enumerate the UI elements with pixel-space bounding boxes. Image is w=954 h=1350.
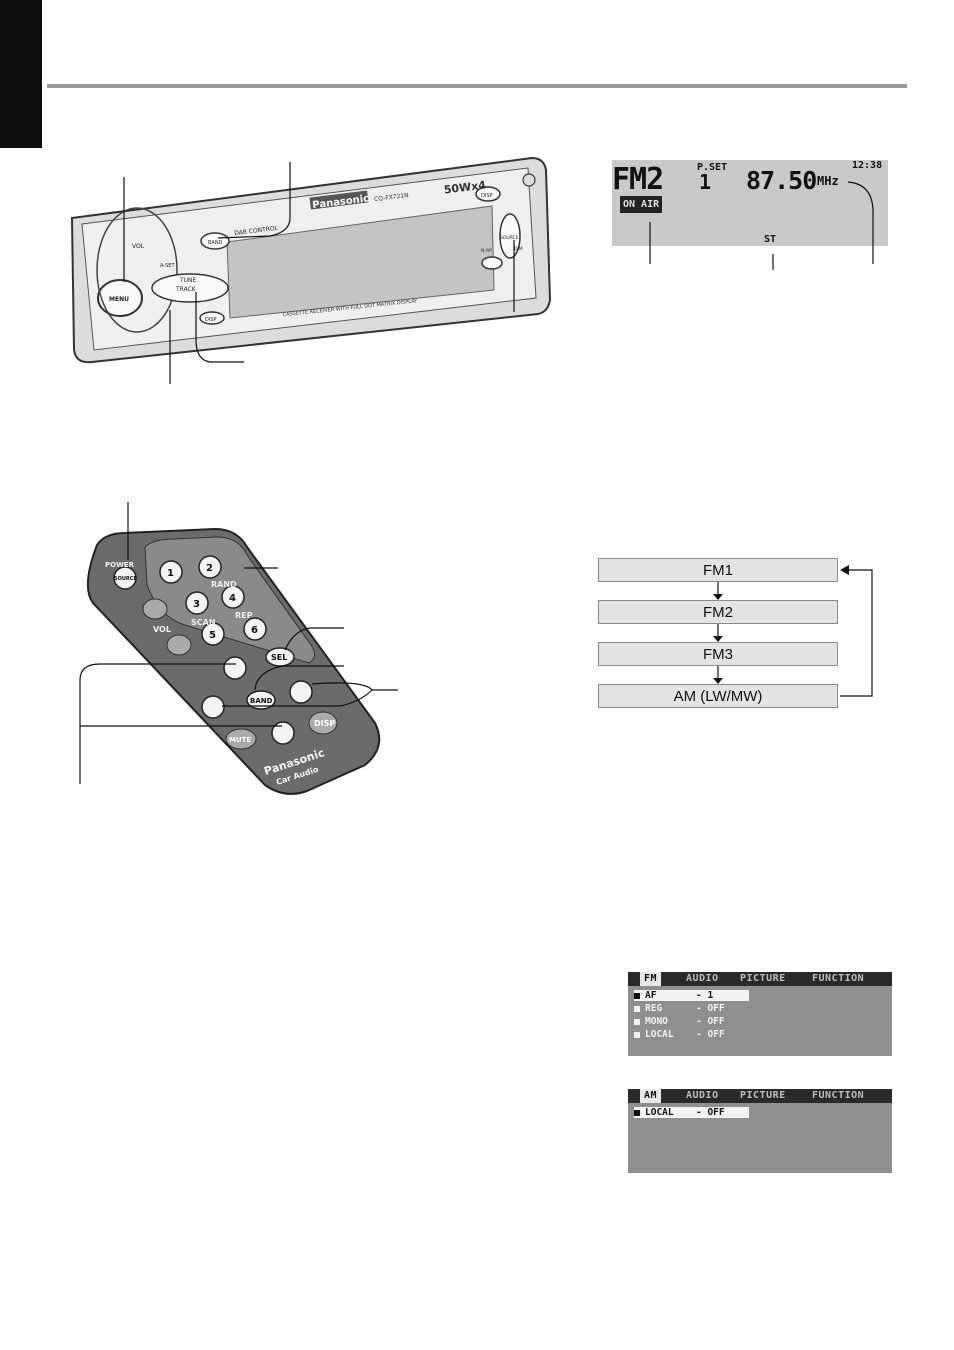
- fm-row-label: REG: [645, 1003, 663, 1014]
- am-tab-function: FUNCTION: [812, 1090, 865, 1101]
- remote-key-5: 5: [209, 630, 216, 641]
- lcd-band: FM2: [612, 162, 664, 197]
- lcd-stereo: ST: [764, 234, 777, 245]
- remote-callouts: [79, 502, 398, 784]
- remote-key-2: 2: [206, 563, 213, 574]
- remote-key-1: 1: [167, 568, 174, 579]
- lcd-unit: MHz: [817, 174, 839, 188]
- am-row-value: - OFF: [696, 1107, 725, 1118]
- header-rule: [47, 84, 907, 88]
- fm-row-reg: REG - OFF: [634, 1003, 725, 1014]
- am-tab-audio: AUDIO: [686, 1090, 719, 1101]
- lcd-preset: 1: [699, 170, 712, 194]
- fm-menu-screen: FM AUDIO PICTURE FUNCTION AF - 1 REG - OFF…: [628, 972, 892, 1056]
- unit-menu-label: MENU: [109, 296, 129, 303]
- unit-source-top-label: DISP: [481, 193, 493, 199]
- remote-illustration: POWER SOURCE VOL RAND SCAN REP SEL BAND …: [86, 527, 381, 795]
- band-flow-fm3: FM3: [598, 642, 838, 666]
- fm-row-bullet: [634, 992, 640, 999]
- am-tab-picture: PICTURE: [740, 1090, 786, 1101]
- fm-row-bullet: [634, 1005, 640, 1012]
- fm-row-value: - OFF: [696, 1003, 725, 1014]
- remote-number-keys: 1 2 3 4 5 6: [167, 563, 258, 641]
- lcd-display: FM2 P.SET 1 87.50 MHz 12:38 ON AIR ST: [612, 160, 888, 246]
- remote-band-label: BAND: [250, 697, 273, 705]
- am-tab-am: AM: [640, 1089, 662, 1103]
- am-row-label: LOCAL: [645, 1107, 674, 1118]
- lcd-preset-label: P.SET: [697, 162, 728, 173]
- unit-track-label: TRACK: [175, 286, 197, 293]
- band-flow-am: AM (LW/MW): [598, 684, 838, 708]
- unit-disp-label: DISP: [205, 317, 217, 323]
- lcd-clock: 12:38: [852, 160, 883, 171]
- fm-row-af: AF - 1: [634, 990, 749, 1001]
- head-unit-illustration: Panasonic CQ-FX721N 50Wx4 CASSETTE RECEI…: [70, 156, 552, 364]
- remote-power-label: POWER: [105, 561, 135, 569]
- fm-menu-tabs: FM AUDIO PICTURE FUNCTION: [628, 972, 892, 986]
- fm-tab-fm: FM: [640, 972, 662, 986]
- unit-vol-label: VOL: [132, 243, 145, 250]
- unit-dim-label: DIM: [514, 246, 523, 252]
- remote-mute-label: MUTE: [229, 736, 251, 744]
- remote-vol-label: VOL: [153, 625, 171, 634]
- fm-row-local: LOCAL - OFF: [634, 1029, 725, 1040]
- fm-row-label: MONO: [645, 1016, 668, 1027]
- band-flow-fm1: FM1: [598, 558, 838, 582]
- band-flow-arrows: [713, 565, 873, 697]
- fm-tab-function: FUNCTION: [812, 973, 865, 984]
- remote-rand-label: RAND: [211, 580, 237, 589]
- fm-row-bullet: [634, 1018, 640, 1025]
- fm-tab-picture: PICTURE: [740, 973, 786, 984]
- am-menu-tabs: AM AUDIO PICTURE FUNCTION: [628, 1089, 892, 1103]
- fm-row-mono: MONO - OFF: [634, 1016, 725, 1027]
- band-flow-fm2: FM2: [598, 600, 838, 624]
- lcd-callouts: [649, 181, 874, 270]
- unit-source-label: SOURCE: [500, 235, 519, 241]
- fm-row-label: LOCAL: [645, 1029, 674, 1040]
- fm-row-value: - OFF: [696, 1016, 725, 1027]
- remote-key-3: 3: [193, 599, 200, 610]
- fm-row-value: - 1: [696, 990, 714, 1001]
- am-menu-screen: AM AUDIO PICTURE FUNCTION LOCAL - OFF: [628, 1089, 892, 1173]
- am-row-local: LOCAL - OFF: [634, 1107, 749, 1118]
- page-edge-tab: [0, 0, 42, 148]
- am-row-bullet: [634, 1109, 640, 1116]
- fm-tab-audio: AUDIO: [686, 973, 719, 984]
- lcd-on-air: ON AIR: [620, 196, 663, 213]
- fm-row-bullet: [634, 1031, 640, 1038]
- lcd-frequency: 87.50: [746, 166, 817, 195]
- remote-rep-label: REP: [235, 611, 253, 620]
- remote-scan-label: SCAN: [191, 618, 216, 627]
- head-unit-callouts: [123, 162, 515, 384]
- remote-key-4: 4: [229, 593, 236, 604]
- fm-row-label: AF: [645, 990, 657, 1001]
- fm-row-value: - OFF: [696, 1029, 725, 1040]
- unit-aset-label: A-SET: [160, 263, 175, 269]
- remote-key-6: 6: [251, 625, 258, 636]
- remote-sel-label: SEL: [271, 653, 287, 662]
- remote-source-label: SOURCE: [114, 576, 137, 582]
- remote-disp-label: DISP: [314, 719, 335, 728]
- unit-model: CQ-FX721N: [374, 192, 409, 203]
- unit-power: 50Wx4: [443, 178, 487, 196]
- unit-band-label: BAND: [208, 240, 223, 246]
- unit-nrp-label: N-RP: [481, 248, 492, 254]
- unit-tune-label: TUNE: [179, 277, 197, 284]
